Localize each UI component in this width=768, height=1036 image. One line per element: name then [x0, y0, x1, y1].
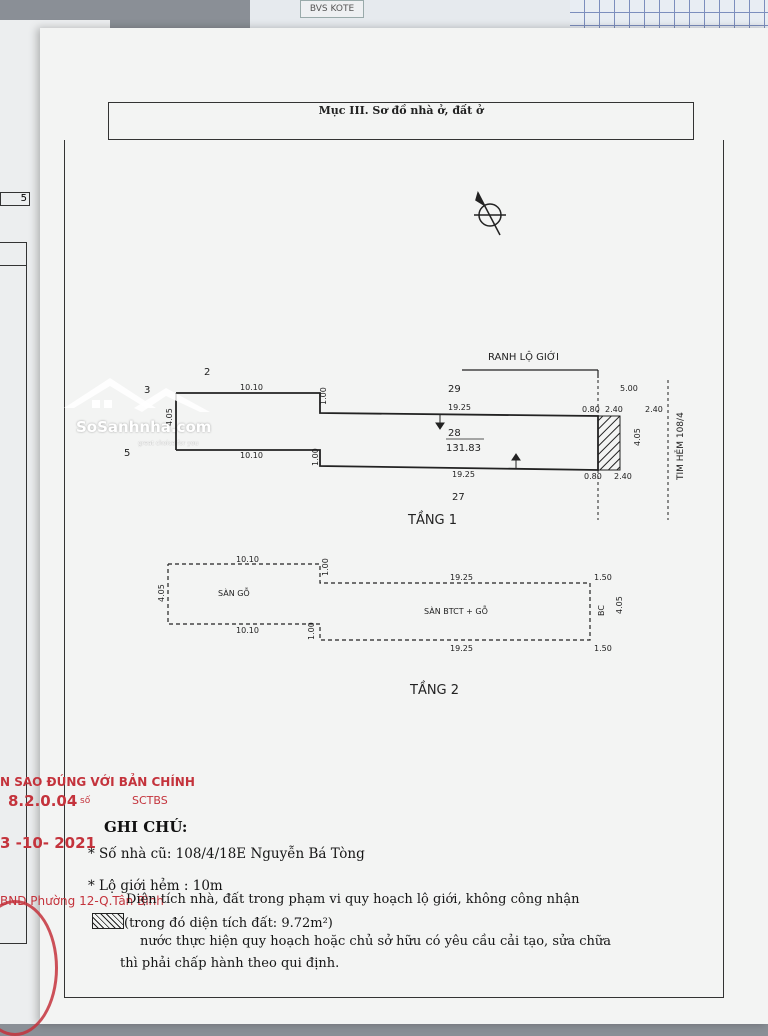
parcel-area: 131.83	[446, 443, 481, 454]
alley-label: TIM HẺM 108/4	[674, 412, 686, 481]
f2-dim-bottom-left: 10.10	[236, 626, 259, 635]
floor2-outline	[167, 563, 591, 641]
stamp-authority: BND Phường 12-Q.Tân Bình	[0, 894, 164, 908]
stamp-book: SCTBS	[132, 794, 168, 807]
note-alley-width: * Lộ giới hẻm : 10m	[88, 878, 223, 894]
f1-dim-bottom-left: 10.10	[240, 451, 263, 460]
note-old-address: * Số nhà cũ: 108/4/18E Nguyễn Bá Tòng	[88, 846, 365, 862]
floor2-title: TẦNG 2	[409, 681, 459, 698]
room-wood-floor: SÀN GỖ	[218, 586, 250, 598]
house-logo-icon	[64, 378, 210, 412]
watermark-slogan: great choice for you	[138, 440, 199, 447]
f1-dim-step-top: 1.00	[319, 387, 328, 405]
section-header-frame	[108, 102, 694, 140]
f1-dim-bottom-hatch: 2.40	[614, 472, 632, 481]
hatch-legend-icon	[92, 913, 124, 929]
top-tab-label: BVS KOTE	[300, 0, 364, 18]
stamp-number-label: số	[80, 796, 91, 806]
note-land-area: (trong đó diện tích đất: 9.72m²)	[124, 916, 333, 931]
parcel-number: 28	[448, 428, 461, 439]
watermark-brand: SoSanhnha.com	[76, 418, 212, 436]
f1-dim-depth: 4.05	[633, 428, 642, 446]
neighbor-5: 5	[124, 448, 130, 459]
setback-lines	[597, 380, 669, 520]
document-page	[40, 28, 768, 1024]
f1-dim-top-left: 10.10	[240, 383, 263, 392]
f2-dim-top-left: 10.10	[236, 555, 259, 564]
notes-heading: GHI CHÚ:	[104, 818, 188, 836]
neighbor-27: 27	[452, 492, 465, 503]
room-balcony: BC	[597, 605, 606, 616]
f2-dim-depth: 4.05	[615, 596, 624, 614]
f2-dim-top-main: 19.25	[450, 573, 473, 582]
f1-dim-road: 5.00	[620, 384, 638, 393]
f1-dim-top-hatch: 2.40	[605, 405, 623, 414]
neighbor-2: 2	[204, 367, 210, 378]
f2-dim-bottom-balcony: 1.50	[594, 644, 612, 653]
section-title: Mục III. Sơ đồ nhà ở, đất ở	[318, 104, 484, 117]
floor1-title: TẦNG 1	[407, 511, 457, 528]
copy-certification-stamp: N SAO ĐÚNG VỚI BẢN CHÍNH	[0, 775, 195, 789]
f1-dim-alley: 2.40	[645, 405, 663, 414]
f1-dim-bottom-main: 19.25	[452, 470, 475, 479]
f1-dim-top-setback: 0.80	[582, 405, 600, 414]
f2-dim-bottom-main: 19.25	[450, 644, 473, 653]
watermark-logo: SoSanhnha.com great choice for you	[62, 374, 212, 454]
neighbor-3: 3	[144, 385, 150, 396]
road-boundary-line	[462, 369, 599, 378]
north-arrow-icon	[474, 190, 506, 236]
f2-dim-left-width: 4.05	[157, 584, 166, 602]
f2-dim-step-bottom: 1.00	[307, 622, 316, 640]
f2-dim-top-balcony: 1.50	[594, 573, 612, 582]
f1-dim-step-bottom: 1.00	[311, 448, 320, 466]
f1-dim-left-width: 4.05	[165, 408, 174, 426]
f1-dim-bottom-setback: 0.80	[584, 472, 602, 481]
down-arrow-icon	[435, 415, 445, 430]
f1-dim-top-main: 19.25	[448, 403, 471, 412]
room-concrete-wood: SÀN BTCT + GỖ	[424, 604, 488, 616]
stamp-date-2: 3 -10- 2021	[0, 834, 96, 852]
section-body-frame	[64, 140, 724, 998]
note-renovation: nước thực hiện quy hoạch hoặc chủ sở hữu…	[140, 934, 612, 949]
neighbor-29: 29	[448, 384, 461, 395]
f2-dim-step-top: 1.00	[321, 558, 330, 576]
left-box-number: 5	[0, 192, 30, 206]
entrance-arrow-icon	[511, 453, 521, 468]
note-planning-area: Diện tích nhà, đất trong phạm vi quy hoạ…	[126, 892, 580, 907]
road-boundary-label: RANH LỘ GIỚI	[488, 350, 559, 363]
stamp-date: 8.2.0.04	[8, 792, 78, 810]
floor1-hatch	[597, 415, 621, 471]
note-compliance: thì phải chấp hành theo qui định.	[120, 956, 340, 971]
